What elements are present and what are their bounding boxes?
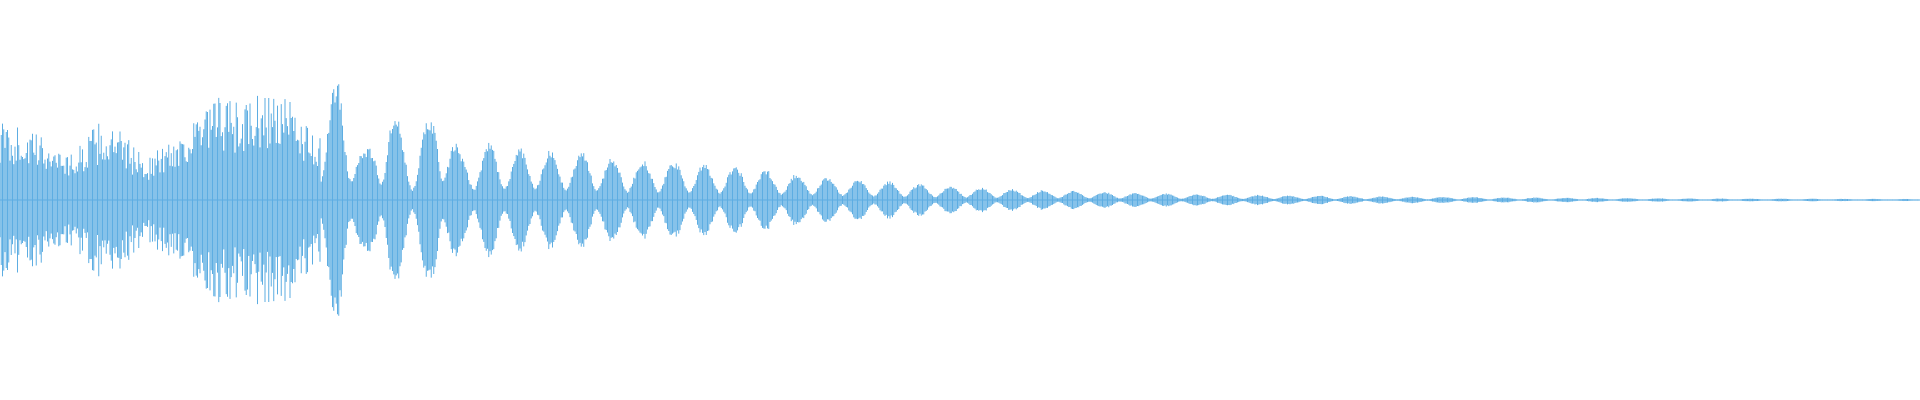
waveform-samples: [0, 84, 1920, 316]
